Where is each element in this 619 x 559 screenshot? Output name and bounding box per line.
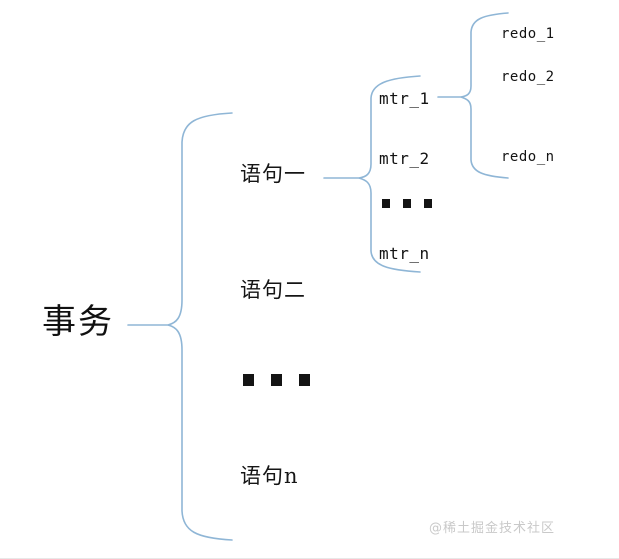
redo-label-2: redo_2 [501,69,555,85]
statement-label-2: 语句二 [240,278,306,302]
statement-label-1: 语句一 [240,162,306,186]
watermark: @稀土掘金技术社区 [429,521,556,536]
root-label: 事务 [42,302,114,342]
transaction-brace [167,112,233,541]
statement-label-n: 语句n [240,464,299,488]
mtr-label-1: mtr_1 [379,89,430,108]
redo-label-n: redo_n [501,149,555,165]
mtr-label-n: mtr_n [379,244,430,263]
mtr-label-2: mtr_2 [379,149,430,168]
statement-ellipsis [243,374,310,386]
redo-label-1: redo_1 [501,26,555,42]
mtr-ellipsis [382,199,432,208]
